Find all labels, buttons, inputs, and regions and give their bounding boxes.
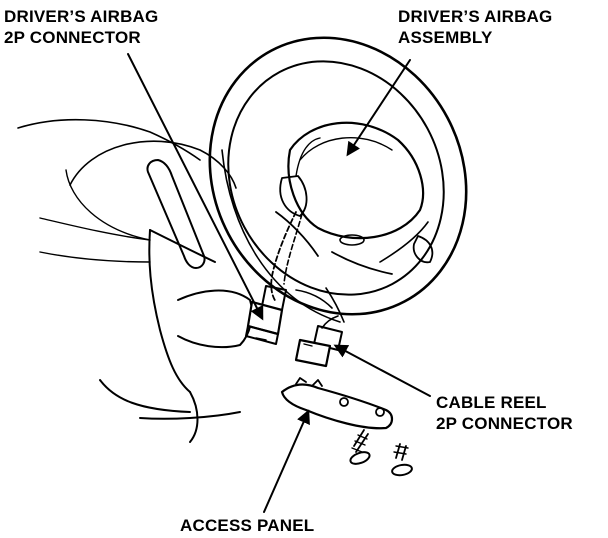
combination-switch-lever bbox=[146, 159, 206, 269]
airbag-wire-harness bbox=[270, 211, 345, 323]
access-panel-screw-left bbox=[349, 429, 371, 465]
label-line: 2P CONNECTOR bbox=[436, 414, 573, 433]
dashboard-outline bbox=[17, 118, 237, 263]
label-access-panel: ACCESS PANEL bbox=[180, 515, 314, 536]
label-cable-reel-connector: CABLE REEL 2P CONNECTOR bbox=[436, 392, 573, 434]
leader-arrow-access-panel bbox=[263, 409, 310, 513]
cable-reel-connector bbox=[294, 315, 343, 368]
steering-wheel-spokes bbox=[275, 211, 429, 275]
label-line: DRIVER’S AIRBAG bbox=[4, 7, 159, 26]
label-driver-airbag-assembly: DRIVER’S AIRBAG ASSEMBLY bbox=[398, 6, 552, 48]
label-line: ASSEMBLY bbox=[398, 28, 493, 47]
airbag-assembly bbox=[279, 121, 434, 264]
label-line: DRIVER’S AIRBAG bbox=[398, 7, 553, 26]
leader-arrow-cable-reel-connector bbox=[333, 344, 431, 397]
label-line: ACCESS PANEL bbox=[180, 516, 315, 535]
driver-airbag-connector bbox=[245, 285, 287, 345]
leader-arrow-driver-connector bbox=[127, 53, 264, 321]
label-line: 2P CONNECTOR bbox=[4, 28, 141, 47]
access-panel bbox=[280, 377, 394, 430]
steering-wheel-rim bbox=[208, 36, 468, 323]
leader-arrow-airbag-assembly bbox=[346, 59, 411, 157]
steering-column-cover bbox=[99, 229, 253, 443]
label-driver-airbag-connector: DRIVER’S AIRBAG 2P CONNECTOR bbox=[4, 6, 158, 48]
label-line: CABLE REEL bbox=[436, 393, 547, 412]
leader-arrows bbox=[127, 53, 431, 513]
access-panel-screw-right bbox=[391, 443, 413, 477]
